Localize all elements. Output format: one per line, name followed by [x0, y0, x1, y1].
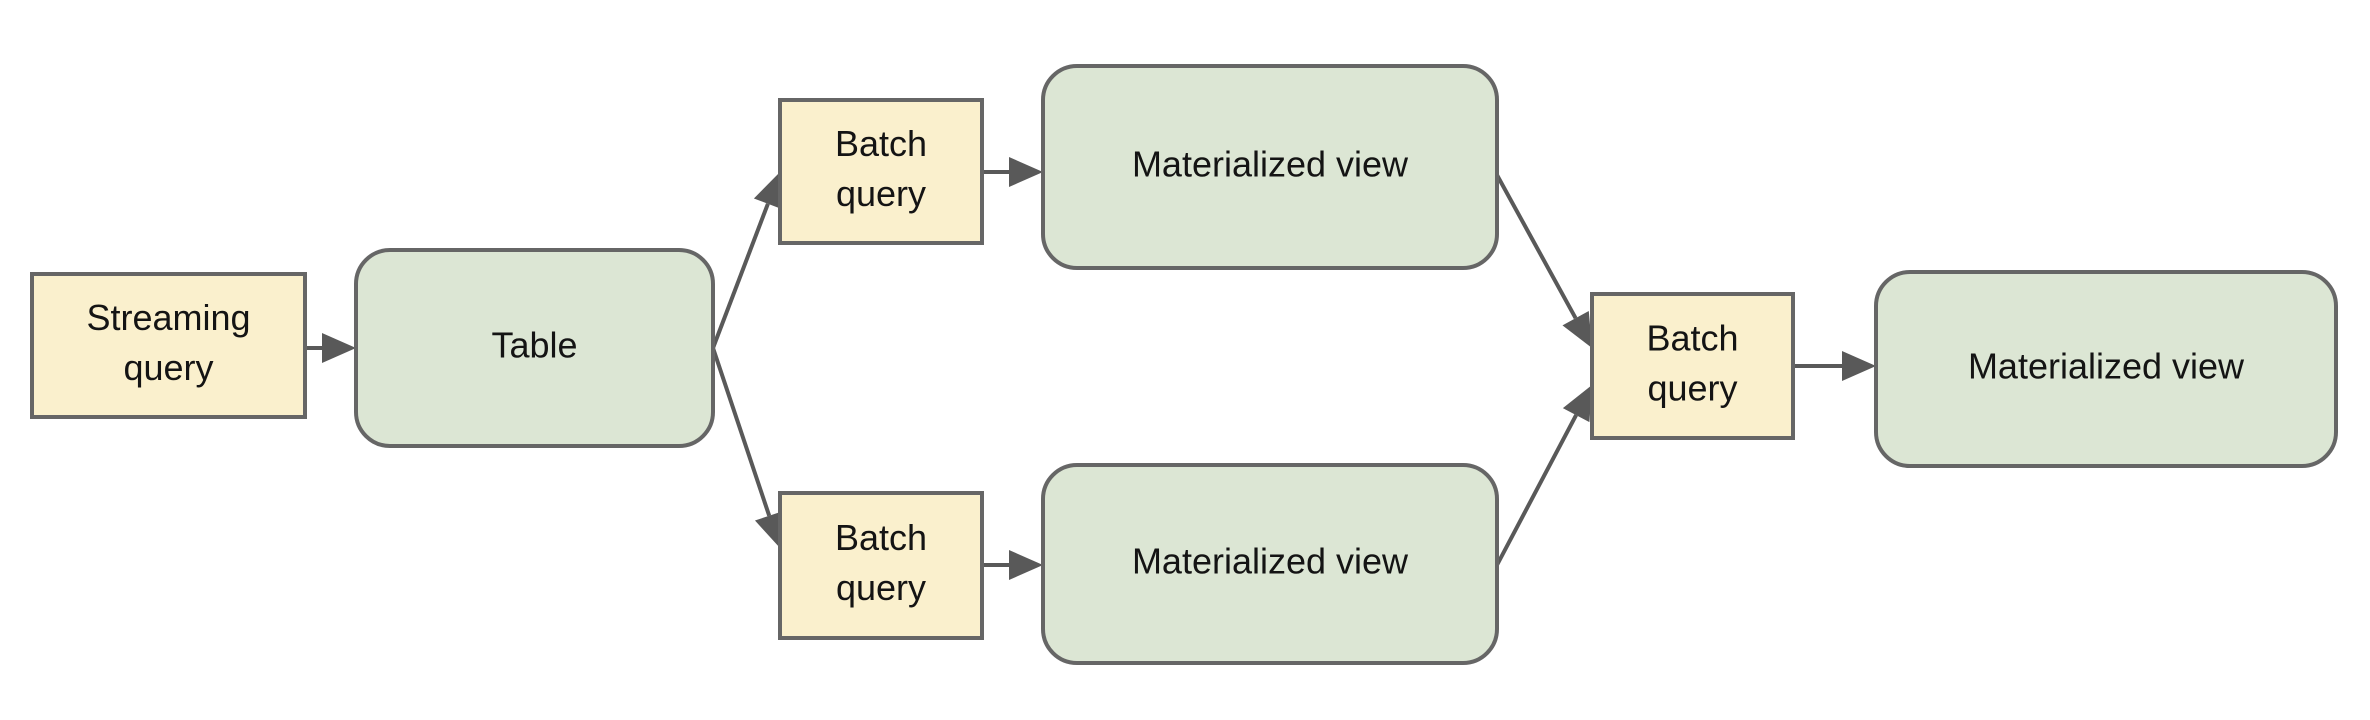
edge-streaming-query-to-table [305, 333, 356, 363]
node-streaming-query[interactable]: Streaming query [30, 272, 307, 419]
arrowhead-icon [1009, 157, 1043, 187]
arrowhead-icon [1009, 550, 1043, 580]
arrowhead-icon [754, 511, 784, 548]
edge-table-to-batch-query-bottom [711, 347, 784, 548]
arrowhead-icon [1562, 310, 1592, 348]
arrowhead-icon [1842, 351, 1876, 381]
node-shape-materialized-view-top[interactable] [1041, 64, 1499, 270]
edge-materialized-view-top-to-batch-query-join [1495, 174, 1592, 348]
node-materialized-view-bottom[interactable]: Materialized view [1041, 463, 1499, 665]
node-shape-table[interactable] [354, 248, 715, 448]
node-shape-batch-query-top[interactable] [778, 98, 984, 245]
edge-line [711, 203, 770, 349]
node-shape-materialized-view-bottom[interactable] [1041, 463, 1499, 665]
node-label-materialized-view-bottom: Materialized view [1132, 541, 1409, 582]
node-label-batch-query-top: Batch [835, 123, 927, 164]
edge-layer [305, 157, 1876, 580]
node-materialized-view-top[interactable]: Materialized view [1041, 64, 1499, 270]
node-shape-streaming-query[interactable] [30, 272, 307, 419]
node-label-materialized-view-top: Materialized view [1132, 144, 1409, 185]
node-label-streaming-query: query [123, 347, 213, 388]
node-label-batch-query-bottom: query [836, 567, 926, 608]
edge-batch-query-join-to-materialized-view-final [1793, 351, 1876, 381]
node-materialized-view-final[interactable]: Materialized view [1874, 270, 2338, 468]
node-shape-batch-query-join[interactable] [1590, 292, 1795, 440]
node-layer: StreamingqueryTableBatchqueryMaterialize… [30, 64, 2338, 665]
node-batch-query-bottom[interactable]: Batch query [778, 491, 984, 640]
edge-table-to-batch-query-top [711, 172, 782, 349]
node-batch-query-join[interactable]: Batch query [1590, 292, 1795, 440]
node-shape-batch-query-bottom[interactable] [778, 491, 984, 640]
node-label-materialized-view-final: Materialized view [1968, 346, 2245, 387]
node-label-batch-query-bottom: Batch [835, 517, 927, 558]
node-shape-materialized-view-final[interactable] [1874, 270, 2338, 468]
edge-batch-query-bottom-to-materialized-view-bottom [982, 550, 1043, 580]
node-label-batch-query-join: query [1647, 368, 1737, 409]
arrowhead-icon [322, 333, 356, 363]
node-label-batch-query-join: Batch [1646, 318, 1738, 359]
edge-materialized-view-bottom-to-batch-query-join [1495, 385, 1592, 566]
node-batch-query-top[interactable]: Batch query [778, 98, 984, 245]
edge-line [711, 347, 772, 517]
node-label-batch-query-top: query [836, 173, 926, 214]
edge-batch-query-top-to-materialized-view-top [982, 157, 1043, 187]
node-label-streaming-query: Streaming [86, 297, 250, 338]
arrowhead-icon [753, 172, 782, 210]
node-table[interactable]: Table [354, 248, 715, 448]
arrowhead-icon [1562, 385, 1592, 423]
node-label-table: Table [491, 325, 577, 366]
edge-line [1495, 414, 1578, 566]
edge-line [1495, 174, 1578, 320]
